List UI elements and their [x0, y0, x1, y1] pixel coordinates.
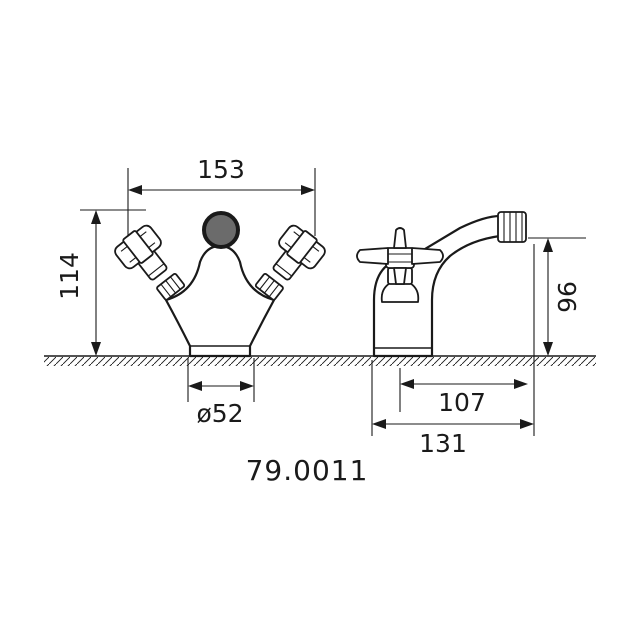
mounting-surface	[44, 355, 596, 366]
dimension-base-diameter: ø52	[187, 358, 255, 428]
front-width-label: 153	[197, 155, 245, 184]
side-height-label: 96	[553, 281, 582, 313]
front-view-mixer	[114, 211, 326, 358]
base-diameter-label: ø52	[196, 399, 243, 428]
side-cross-handle	[356, 227, 444, 303]
side-reach-label: 107	[438, 388, 486, 417]
front-height-label: 114	[55, 252, 84, 300]
left-valve-handle	[156, 273, 186, 301]
side-depth-label: 131	[419, 429, 467, 458]
dimension-side-reach: 107	[399, 368, 528, 417]
lever-knob	[202, 211, 240, 249]
product-code: 79.0011	[246, 454, 369, 487]
right-valve-handle	[254, 273, 284, 301]
dimension-front-width: 153	[127, 155, 316, 236]
dimension-side-depth: 131	[371, 244, 535, 458]
side-view-mixer	[356, 211, 527, 358]
spout-nozzle	[497, 211, 527, 243]
dimension-side-height: 96	[528, 237, 586, 356]
dimension-front-height: 114	[55, 209, 146, 356]
